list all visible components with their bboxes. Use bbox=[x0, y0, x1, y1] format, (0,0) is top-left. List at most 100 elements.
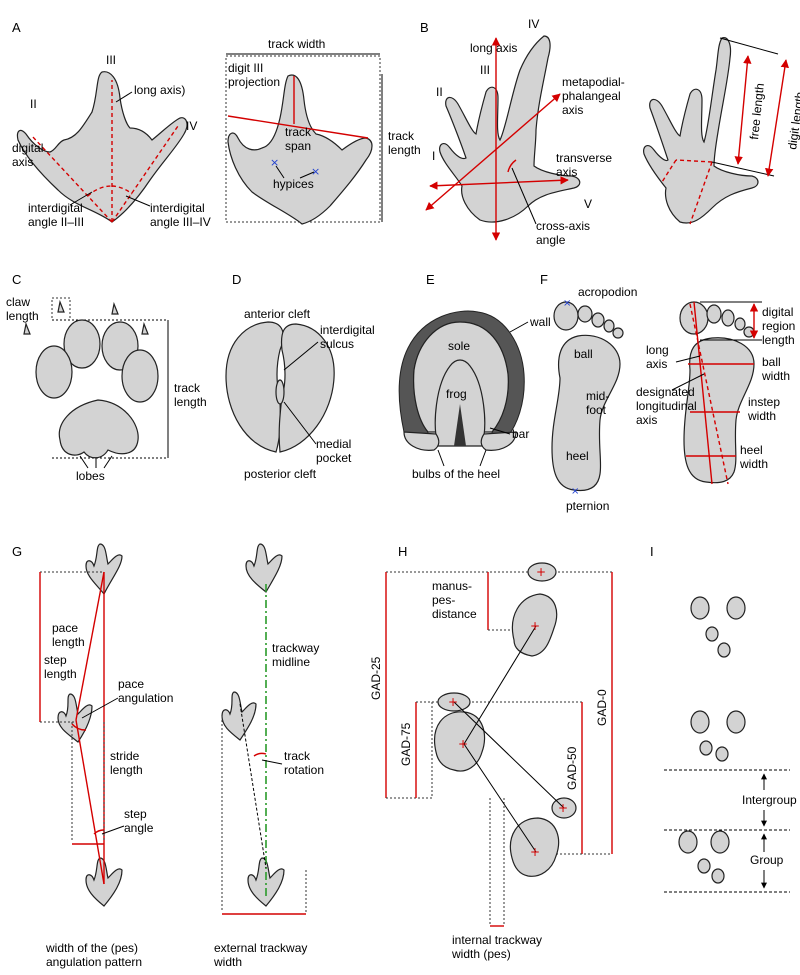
group3-print-1 bbox=[678, 830, 698, 854]
panel-f: F × × acropodion ball mid- foot heel pte… bbox=[540, 272, 795, 513]
track-rotation-label-1: track bbox=[284, 749, 311, 763]
manus-print-top bbox=[527, 562, 557, 582]
hypices-leader-right bbox=[299, 171, 315, 179]
designated-axis-leader bbox=[671, 373, 705, 391]
bulbs-leader-2 bbox=[479, 449, 487, 467]
posterior-cleft-label: posterior cleft bbox=[244, 467, 317, 481]
pternion-label: pternion bbox=[566, 499, 609, 513]
pace-length-label-2: length bbox=[52, 635, 85, 649]
ball-width-label-1: ball bbox=[762, 355, 781, 369]
digit-base-dash-1 bbox=[675, 159, 713, 163]
wall-leader bbox=[509, 321, 529, 333]
step-angle-label-2: angle bbox=[124, 821, 154, 835]
foot-outline-left bbox=[551, 334, 621, 492]
panel-label-g: G bbox=[12, 544, 22, 559]
track-rotation-axis bbox=[239, 703, 267, 869]
pes-centroid-bottom: + bbox=[530, 845, 540, 859]
digit-length-label: digit length bbox=[785, 91, 800, 150]
track-rotation-leader bbox=[261, 759, 283, 765]
group-label: Group bbox=[750, 853, 784, 867]
anterior-cleft-label: anterior cleft bbox=[244, 307, 311, 321]
angle-iii-iv-label-1: interdigital bbox=[150, 201, 205, 215]
digit-base-leader bbox=[711, 161, 775, 177]
angle-iii-iv-label-2: angle III–IV bbox=[150, 215, 211, 229]
designated-axis-label-1: designated bbox=[636, 385, 695, 399]
step-angle-leader bbox=[101, 825, 125, 835]
group2-print-2 bbox=[726, 710, 746, 734]
g-track-middle-right bbox=[221, 691, 257, 741]
step-angle-arc bbox=[93, 829, 105, 835]
claw-mark-1 bbox=[57, 299, 65, 313]
metapodial-axis-arrow bbox=[425, 93, 561, 211]
group1-print-1 bbox=[690, 596, 710, 620]
trackway-midline-label-2: midline bbox=[272, 655, 310, 669]
bulbs-leader-1 bbox=[437, 449, 445, 467]
intergroup-label: Intergroup bbox=[742, 793, 797, 807]
track-length-label-1: track bbox=[388, 129, 415, 143]
instep-width-label-2: width bbox=[747, 409, 776, 423]
digit-length-arrow bbox=[765, 59, 789, 177]
group3-print-2 bbox=[710, 830, 730, 854]
track-length-label-2: length bbox=[388, 143, 421, 157]
group1-print-4 bbox=[717, 642, 731, 658]
hoof-left-half bbox=[225, 321, 284, 453]
toe-5-right bbox=[743, 326, 755, 338]
free-length-label: free length bbox=[747, 82, 767, 140]
interdigital-sulcus-leader bbox=[283, 341, 319, 371]
internal-width-label-1: internal trackway bbox=[452, 933, 542, 947]
transverse-label-2: axis bbox=[556, 165, 577, 179]
metapodial-label-2: phalangeal bbox=[562, 89, 621, 103]
group3-print-4 bbox=[711, 868, 725, 884]
gad75-label: GAD-75 bbox=[399, 722, 413, 766]
g-track-top-right bbox=[245, 543, 283, 593]
claw-length-label-1: claw bbox=[6, 295, 30, 309]
ball-label: ball bbox=[574, 347, 593, 361]
external-width-label-1: external trackway bbox=[214, 941, 307, 955]
panel-g: G pace length step length pace angulatio… bbox=[12, 543, 324, 969]
step-length-label-2: length bbox=[44, 667, 77, 681]
pentadactyl-track-left bbox=[439, 35, 581, 223]
digital-axis-label-2: axis bbox=[12, 155, 33, 169]
pace-angulation-arc bbox=[71, 723, 87, 731]
digit-iii-projection-label-1: digit III bbox=[228, 61, 263, 75]
lobes-leader-3 bbox=[103, 455, 113, 469]
gad25-label: GAD-25 bbox=[369, 656, 383, 700]
hypex-marker-right: × bbox=[311, 165, 320, 178]
claw-mark-4 bbox=[141, 321, 149, 335]
panel-label-f: F bbox=[540, 272, 548, 287]
angle-ii-iii-label-1: interdigital bbox=[28, 201, 83, 215]
stride-length-label-2: length bbox=[110, 763, 143, 777]
medial-pocket-label-2: pocket bbox=[316, 451, 352, 465]
digit-iii-label-b: III bbox=[480, 63, 490, 77]
panel-label-b: B bbox=[420, 20, 429, 35]
manus-pes-label-3: distance bbox=[432, 607, 477, 621]
manus-centroid-bottom: + bbox=[558, 801, 568, 815]
digit-iv-label: IV bbox=[186, 119, 197, 133]
cross-axis-leader bbox=[511, 167, 537, 225]
angle-ii-iii-leader bbox=[69, 191, 93, 206]
toe-2-right bbox=[706, 304, 722, 324]
free-length-arrow bbox=[734, 55, 752, 165]
tridactyl-track-right bbox=[227, 74, 373, 225]
angle-ii-iii-arc bbox=[87, 185, 113, 197]
toe-4-right bbox=[734, 317, 746, 331]
step-angle-label-1: step bbox=[124, 807, 147, 821]
stride-length-label-1: stride bbox=[110, 749, 140, 763]
angle-ii-iii-label-2: angle II–III bbox=[28, 215, 84, 229]
panel-d: D anterior cleft interdigital sulcus med… bbox=[225, 272, 375, 481]
claw-mark-2 bbox=[111, 301, 119, 315]
hypices-label: hypices bbox=[273, 177, 314, 191]
digit-tip-leader bbox=[719, 37, 779, 55]
long-axis-label: long axis) bbox=[134, 83, 185, 97]
internal-width-label-2: width (pes) bbox=[451, 947, 511, 961]
group2-print-4 bbox=[715, 746, 729, 762]
designated-axis-line bbox=[689, 303, 729, 485]
interdigital-sulcus-label-1: interdigital bbox=[320, 323, 375, 337]
angle-iii-iv-arc bbox=[111, 185, 133, 195]
long-axis-label-b: long axis bbox=[470, 41, 517, 55]
pes-connector-2 bbox=[463, 743, 537, 853]
digit-i-label-b: I bbox=[432, 149, 435, 163]
pace-angulation-label-1: pace bbox=[118, 677, 144, 691]
digit-iv-label-b: IV bbox=[528, 17, 539, 31]
long-axis-label-f-1: long bbox=[646, 343, 669, 357]
